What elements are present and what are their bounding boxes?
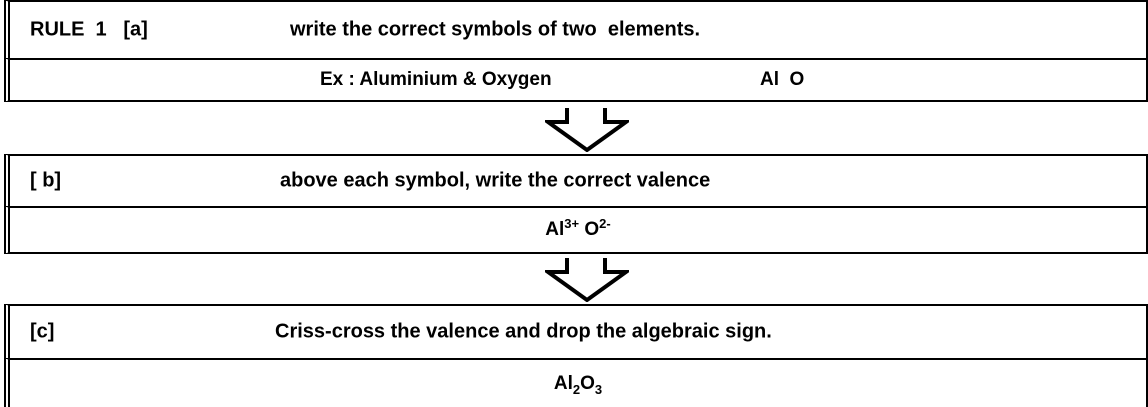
step-b-tag: [ b] [30,169,62,192]
subscript-o: 3 [594,381,603,397]
step-c-instruction: Criss-cross the valence and drop the alg… [275,320,772,343]
step-c-tag: [c] [30,320,55,343]
symbol-o: O [584,219,600,240]
step-c-formula-row: Al2O3 [4,358,1148,407]
step-b-instruction-row: [ b] above each symbol, write the correc… [4,154,1148,208]
step-a-instruction: write the correct symbols of two element… [290,18,701,41]
step-a-tag: RULE 1 [a] [30,18,148,41]
valence-o: 2- [599,216,611,231]
formula-al: Al [553,372,573,394]
subscript-al: 2 [572,381,581,397]
step-a-example: Ex : Aluminium & Oxygen [320,69,552,90]
down-arrow-icon [545,258,629,302]
step-a-instruction-row: RULE 1 [a] write the correct symbols of … [4,0,1148,60]
step-a-example-row: Ex : Aluminium & Oxygen Al O [4,58,1148,102]
step-b-instruction: above each symbol, write the correct val… [280,169,711,192]
step-c-instruction-row: [c] Criss-cross the valence and drop the… [4,304,1148,360]
down-arrow-icon [545,108,629,152]
step-a-symbols: Al O [760,69,805,90]
step-b-valence-row: Al3+ O2- [4,206,1148,254]
formula-expression: Al2O3 [10,372,1146,397]
valence-al: 3+ [564,216,580,231]
symbol-al: Al [545,219,565,240]
formula-o: O [580,372,595,394]
valence-expression: Al3+ O2- [10,216,1146,241]
